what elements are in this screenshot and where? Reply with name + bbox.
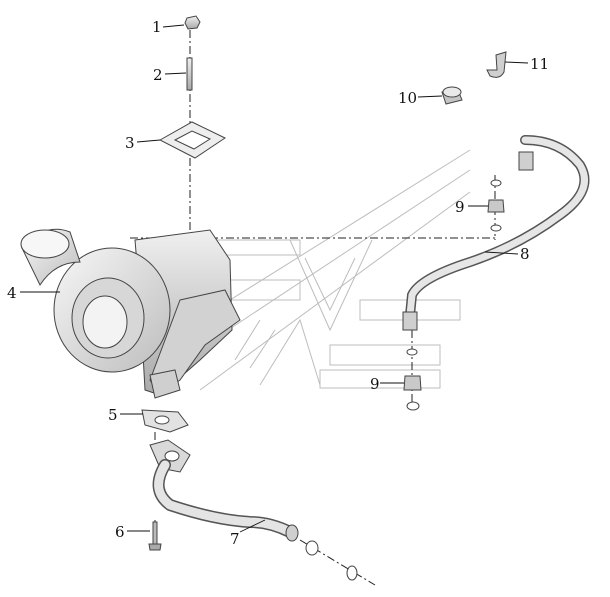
gasket-part-3 [158, 121, 227, 159]
callout-10: 10 [398, 89, 417, 107]
callout-labels: 1 2 3 4 5 6 7 8 9 9 10 11 [7, 18, 549, 548]
watermark-logo [149, 149, 471, 391]
callout-4: 4 [7, 284, 17, 302]
oil-return-pipe-part-7 [149, 439, 358, 581]
callout-2: 2 [153, 66, 163, 84]
turbocharger-part-4 [20, 228, 241, 399]
flange-gasket-part-5 [141, 409, 189, 433]
oil-inlet-pipe-part-8 [402, 135, 590, 331]
cap-nut-part-10 [441, 86, 463, 105]
banjo-bolt-part-9-lower [403, 348, 422, 411]
callout-6: 6 [115, 523, 125, 541]
banjo-bolt-part-9-upper [487, 179, 505, 232]
callout-1: 1 [152, 18, 162, 36]
callout-9-upper: 9 [455, 198, 465, 216]
callout-5: 5 [108, 406, 118, 424]
callout-7: 7 [230, 530, 240, 548]
callout-3: 3 [125, 134, 135, 152]
clip-part-11 [486, 51, 507, 78]
callout-8: 8 [520, 245, 530, 263]
bolt-part-6 [148, 521, 162, 551]
nut-part-1 [184, 15, 201, 30]
callout-11: 11 [530, 55, 549, 73]
callout-9-lower: 9 [370, 375, 380, 393]
stud-part-2 [186, 57, 193, 91]
leader-lines [20, 24, 529, 533]
